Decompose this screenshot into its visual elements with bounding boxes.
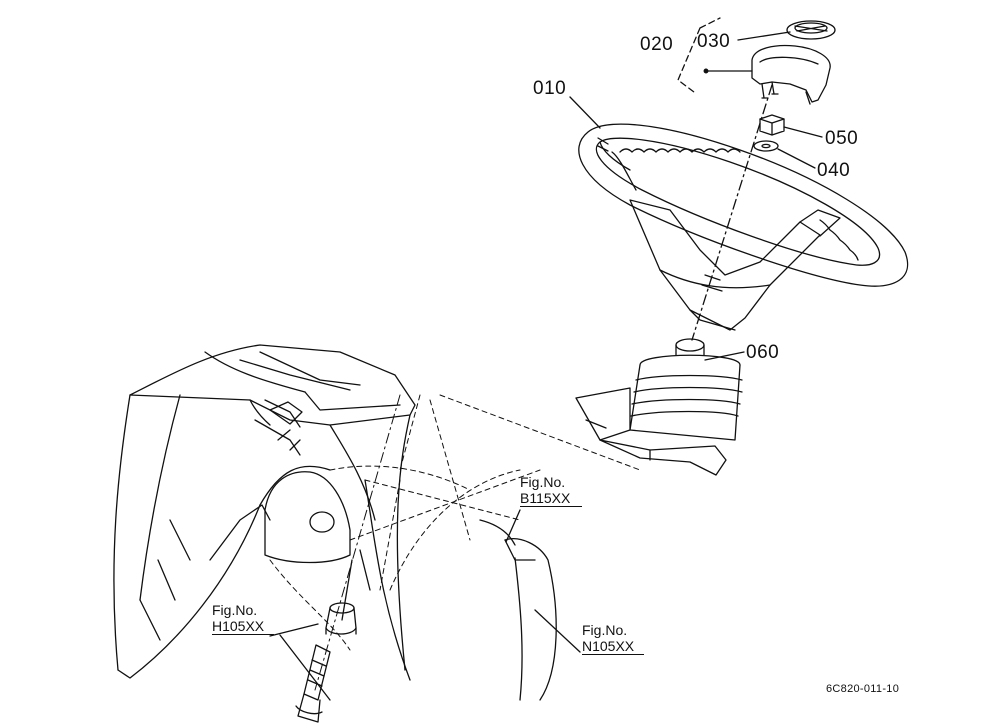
figure-ref-b115: Fig.No. B115XX <box>520 474 583 507</box>
group-bracket <box>677 17 721 93</box>
horn-emblem-drawing <box>786 20 836 40</box>
shaft-leader <box>279 634 331 701</box>
steering-wheel-drawing <box>578 123 909 331</box>
leader-060 <box>704 351 745 361</box>
part-label-060: 060 <box>746 342 780 363</box>
part-label-050: 050 <box>825 128 859 149</box>
figure-ref-prefix: Fig.No. <box>582 622 628 638</box>
part-label-030: 030 <box>697 31 731 52</box>
center-axis <box>691 84 773 341</box>
column-shaft-drawing <box>295 644 331 723</box>
column-housing-drawing <box>264 471 557 701</box>
nut-drawing <box>759 114 785 136</box>
washer-drawing <box>753 140 779 152</box>
figure-ref-n105: Fig.No. N105XX <box>582 622 645 655</box>
part-label-010: 010 <box>533 78 567 99</box>
part-label-020: 020 <box>640 34 674 55</box>
column-bushing-drawing <box>325 602 357 635</box>
leader-h105 <box>269 623 319 637</box>
part-label-040: 040 <box>817 160 851 181</box>
hidden-lines <box>269 394 641 651</box>
steering-boot-drawing <box>575 338 743 476</box>
figure-ref-code: N105XX <box>582 638 645 655</box>
drawing-code: 6C820-011-10 <box>826 683 900 695</box>
dashboard-panel-drawing <box>113 344 416 681</box>
leader-010 <box>569 96 601 129</box>
leader-050 <box>783 126 823 138</box>
figure-ref-code: H105XX <box>212 618 275 635</box>
leader-b115 <box>505 509 521 543</box>
shaft-axis <box>314 394 401 691</box>
leader-040 <box>777 148 816 169</box>
figure-ref-prefix: Fig.No. <box>520 474 566 490</box>
leader-n105 <box>534 609 581 653</box>
figure-ref-prefix: Fig.No. <box>212 602 258 618</box>
figure-ref-code: B115XX <box>520 490 583 507</box>
horn-cover-drawing <box>751 44 831 105</box>
figure-ref-h105: Fig.No. H105XX <box>212 602 275 635</box>
leader-030 <box>737 31 791 41</box>
